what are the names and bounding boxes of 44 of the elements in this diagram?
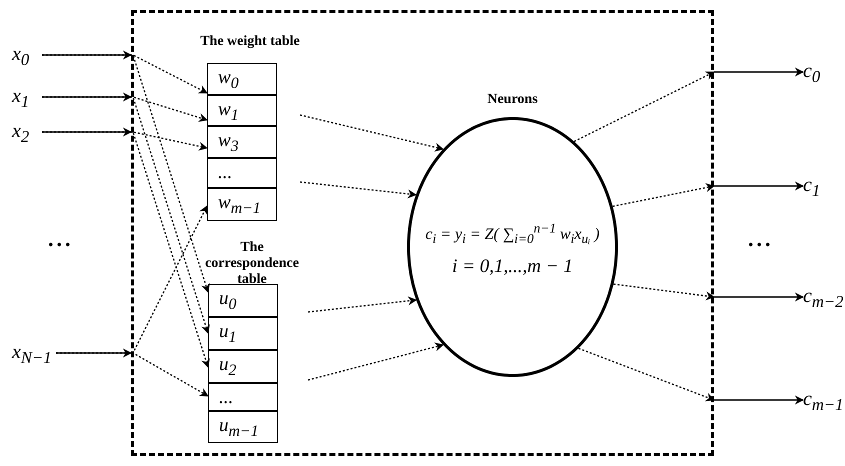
table-cell: ... (207, 158, 277, 188)
table-cell: w$_{0}$ (207, 63, 277, 95)
dotted-arrow (574, 71, 715, 142)
table-cell: w$_{1}$ (207, 95, 277, 126)
arrow (714, 292, 804, 302)
formula: c$_{i}$ = y$_{i}$ = Z( ∑$_{i=0}$$^{n−1}$ w$_{i}$x$_{uᵢ}$ ) (425, 226, 600, 244)
dashed-boundary (131, 10, 714, 456)
arrow (42, 50, 132, 60)
dotted-arrow (308, 342, 444, 381)
arrow (714, 68, 804, 76)
table-cell: w$_{m−1}$ (207, 188, 277, 221)
variable-label: x$_{1}$ (12, 85, 30, 107)
dotted-arrow (42, 54, 210, 293)
table-heading: The weight table (200, 34, 300, 50)
arrow (714, 396, 804, 404)
dotted-arrow (300, 114, 444, 152)
dotted-arrow (56, 352, 209, 397)
variable-label: x$_{0}$ (12, 43, 30, 65)
variable-label: c$_{m−2}$ (803, 285, 844, 307)
table-cell: u$_{1}$ (208, 317, 278, 350)
table-cell: ... (208, 383, 278, 411)
neuron-heading: Neurons (486, 92, 539, 108)
variable-label: c$_{m−1}$ (803, 388, 844, 410)
dotted-arrow (612, 183, 715, 207)
dotted-arrow (614, 283, 715, 300)
variable-label: c$_{1}$ (803, 174, 820, 196)
dotted-arrow (300, 181, 417, 198)
table-cell: u$_{m−1}$ (208, 411, 278, 443)
arrow (42, 128, 132, 136)
arrow (714, 182, 804, 190)
table-cell: u$_{0}$ (208, 284, 278, 317)
ellipsis-label: ... (748, 226, 774, 252)
dotted-arrow (42, 96, 210, 334)
arrow (56, 348, 132, 358)
ellipsis-label: ... (48, 226, 74, 252)
variable-label: x$_{N−1}$ (12, 341, 52, 363)
index-range: i = 0,1,...,m − 1 (452, 256, 573, 277)
variable-label: x$_{2}$ (12, 120, 30, 142)
variable-label: c$_{0}$ (803, 60, 820, 82)
dotted-arrow (42, 131, 210, 368)
arrow (42, 92, 132, 102)
table-cell: u$_{2}$ (208, 350, 278, 383)
table-cell: w$_{3}$ (207, 126, 277, 158)
dotted-arrow (308, 296, 418, 313)
